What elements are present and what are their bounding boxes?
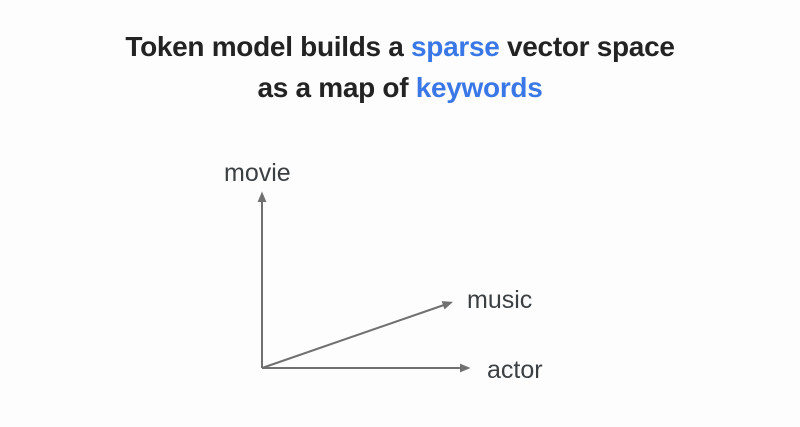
axis-label-music: music: [467, 286, 532, 314]
diagonal-vector-arrow-music: [261, 301, 453, 369]
title-highlight-sparse: sparse: [411, 31, 500, 62]
title-line1: Token model builds a sparse vector space: [125, 31, 675, 62]
page-title: Token model builds a sparse vector space…: [0, 26, 800, 108]
title-highlight-keywords: keywords: [415, 72, 543, 103]
axis-label-movie: movie: [224, 159, 291, 187]
title-line2: as a map of keywords: [257, 72, 543, 103]
axis-label-actor: actor: [487, 356, 543, 384]
